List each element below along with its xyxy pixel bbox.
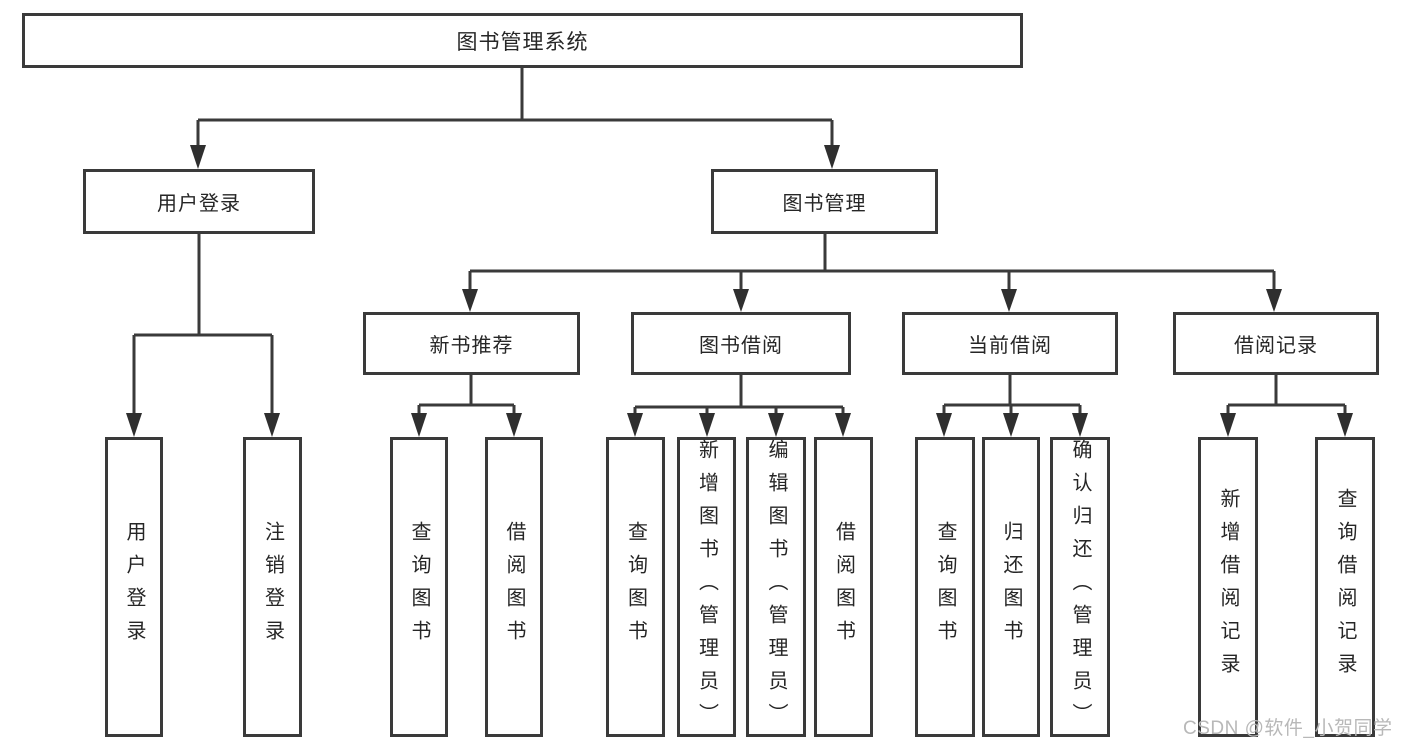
leaf-query-book-current: 查询图书: [915, 437, 975, 737]
csdn-watermark: CSDN @软件_小贺同学: [1183, 718, 1393, 739]
leaf-logout: 注销登录: [243, 437, 302, 737]
leaf-add-borrow-record-label: 新增借阅记录: [1217, 488, 1239, 686]
leaf-borrow-book-recommend-label: 借阅图书: [503, 521, 525, 653]
leaf-borrow-book-borrowing-label: 借阅图书: [832, 521, 855, 653]
connector-book-mgmt: [462, 234, 1282, 312]
node-book-management-label: 图书管理: [782, 193, 867, 215]
node-borrowing-records: 借阅记录: [1173, 312, 1379, 375]
connector-new-book-rec: [411, 375, 522, 437]
node-borrowing-records-label: 借阅记录: [1234, 335, 1318, 357]
leaf-query-book-borrowing: 查询图书: [606, 437, 665, 737]
node-book-borrowing-label: 图书借阅: [699, 335, 783, 357]
leaf-confirm-return-admin-label: 确认归还（管理员）: [1069, 438, 1091, 736]
leaf-edit-book-admin-label: 编辑图书（管理员）: [765, 438, 787, 736]
node-root: 图书管理系统: [22, 13, 1023, 68]
leaf-query-book-recommend-label: 查询图书: [408, 521, 430, 653]
connector-borrow-record: [1220, 375, 1353, 437]
node-current-borrowing: 当前借阅: [902, 312, 1118, 375]
leaf-query-book-borrowing-label: 查询图书: [624, 521, 647, 653]
node-book-borrowing: 图书借阅: [631, 312, 851, 375]
leaf-return-book: 归还图书: [982, 437, 1040, 737]
leaf-confirm-return-admin: 确认归还（管理员）: [1050, 437, 1110, 737]
connector-user-login: [126, 234, 280, 437]
leaf-user-login-label: 用户登录: [123, 521, 145, 653]
leaf-borrow-book-borrowing: 借阅图书: [814, 437, 873, 737]
node-user-login-label: 用户登录: [157, 193, 241, 215]
node-user-login: 用户登录: [83, 169, 315, 234]
leaf-query-borrow-record-label: 查询借阅记录: [1334, 488, 1356, 686]
leaf-return-book-label: 归还图书: [1000, 521, 1022, 653]
leaf-user-login: 用户登录: [105, 437, 163, 737]
leaf-query-book-recommend: 查询图书: [390, 437, 448, 737]
leaf-query-book-current-label: 查询图书: [934, 521, 956, 653]
leaf-borrow-book-recommend: 借阅图书: [485, 437, 543, 737]
node-book-management: 图书管理: [711, 169, 938, 234]
connector-current-borrow: [936, 375, 1088, 437]
connector-root: [190, 68, 840, 169]
node-new-book-recommendation: 新书推荐: [363, 312, 580, 375]
leaf-add-book-admin-label: 新增图书（管理员）: [695, 438, 718, 736]
leaf-add-book-admin: 新增图书（管理员）: [677, 437, 736, 737]
node-current-borrowing-label: 当前借阅: [968, 335, 1052, 357]
connector-book-borrow: [627, 375, 851, 437]
leaf-query-borrow-record: 查询借阅记录: [1315, 437, 1375, 737]
node-new-book-recommendation-label: 新书推荐: [429, 335, 514, 357]
node-root-label: 图书管理系统: [456, 30, 589, 54]
leaf-add-borrow-record: 新增借阅记录: [1198, 437, 1258, 737]
leaf-edit-book-admin: 编辑图书（管理员）: [746, 437, 806, 737]
leaf-logout-label: 注销登录: [261, 521, 284, 653]
